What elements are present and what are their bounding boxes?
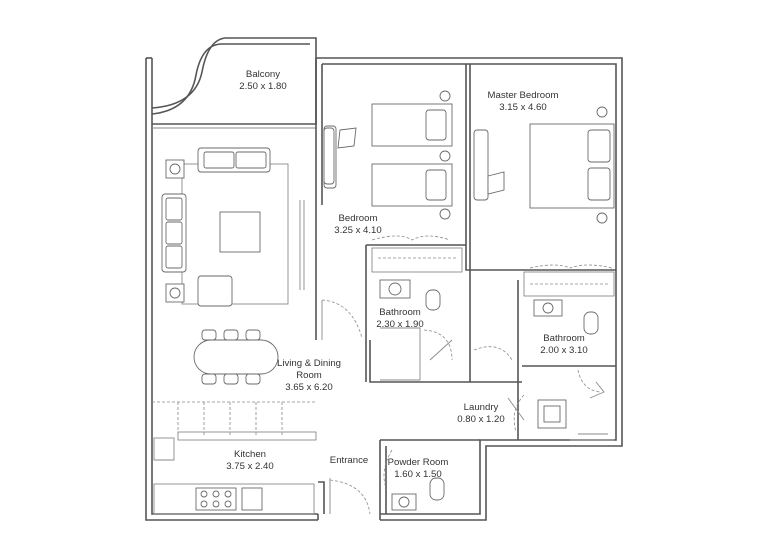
kitchen-fixtures: [152, 401, 317, 515]
balcony: [151, 37, 317, 129]
bedroom-name: Bedroom: [339, 213, 378, 224]
bathroom-fixtures: [379, 279, 614, 511]
master-furniture: [473, 106, 615, 224]
interior-walls: [315, 64, 616, 520]
powder-room-dims: 1.60 x 1.50: [394, 469, 441, 480]
balcony-name: Balcony: [246, 69, 280, 80]
powder-room-name: Powder Room: [388, 457, 449, 468]
master-bedroom-dims: 3.15 x 4.60: [499, 102, 546, 113]
entrance-name: Entrance: [330, 455, 368, 466]
master-bedroom-name: Master Bedroom: [488, 90, 559, 101]
bathroom-2-dims: 2.00 x 3.10: [540, 345, 587, 356]
room-labels: Balcony 2.50 x 1.80 Master Bedroom 3.15 …: [226, 69, 587, 480]
wardrobes: [371, 235, 615, 297]
living-room-dims: 3.65 x 6.20: [285, 382, 332, 393]
living-room-name-2: Room: [296, 370, 322, 381]
living-room-name: Living & Dining: [277, 358, 341, 369]
balcony-dims: 2.50 x 1.80: [239, 81, 286, 92]
doors: [321, 299, 605, 515]
bedroom-dims: 3.25 x 4.10: [334, 225, 381, 236]
laundry-dims: 0.80 x 1.20: [457, 414, 504, 425]
bedroom-furniture: [323, 90, 453, 220]
kitchen-name: Kitchen: [234, 449, 266, 460]
laundry-name: Laundry: [464, 402, 499, 413]
bathroom-1-name: Bathroom: [379, 307, 421, 318]
bathroom-2-name: Bathroom: [543, 333, 585, 344]
living-furniture: [161, 127, 335, 385]
bathroom-1-dims: 2.30 x 1.90: [376, 319, 423, 330]
kitchen-dims: 3.75 x 2.40: [226, 461, 273, 472]
